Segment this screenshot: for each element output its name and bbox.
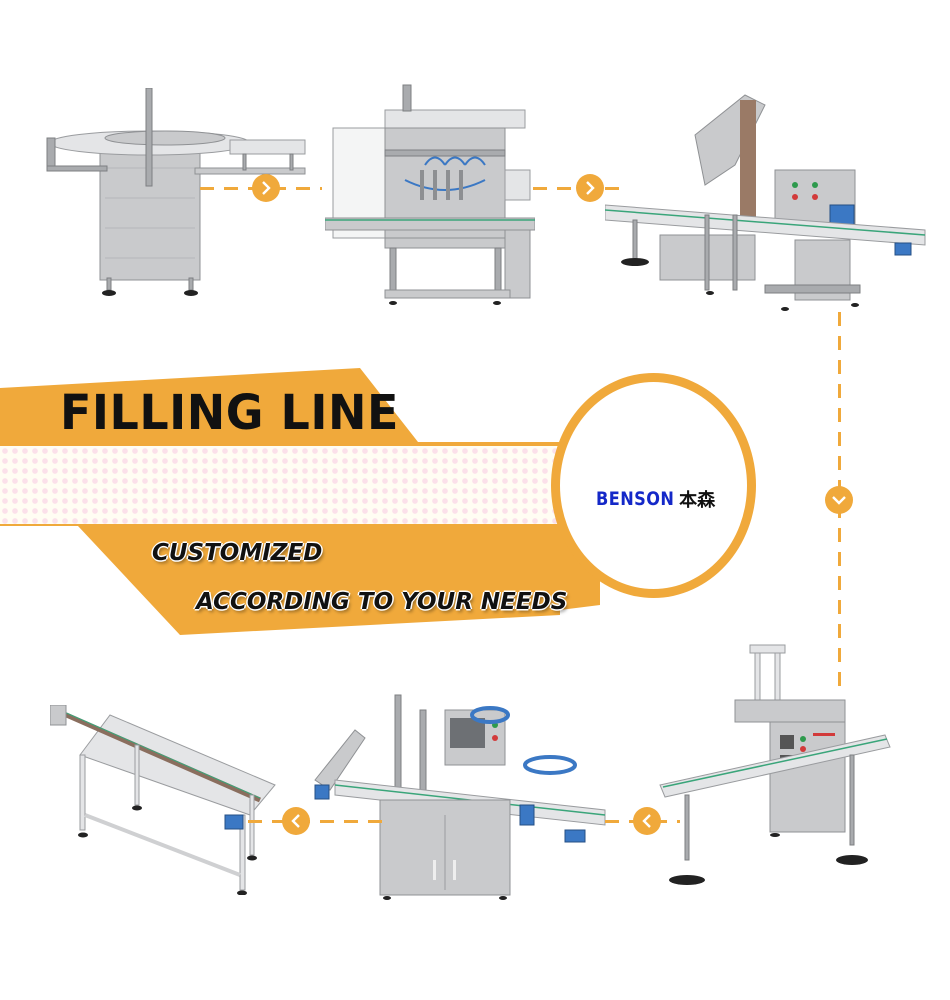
labeling-machine [314, 694, 606, 900]
logo-circle [551, 373, 756, 598]
chevron-right-icon [252, 174, 280, 202]
chevron-left-icon [633, 807, 661, 835]
banner-subtitle-line1: CUSTOMIZED [152, 540, 323, 566]
collection-conveyor-table [50, 705, 276, 895]
induction-sealing-machine [659, 644, 891, 885]
brand-logo: BENSON 本森 [596, 486, 715, 512]
banner-title: FILLING LINE [60, 383, 399, 441]
chevron-right-icon [576, 174, 604, 202]
halftone-band [0, 446, 600, 524]
title-banner-shape [0, 368, 600, 635]
bottle-unscrambler-turntable [46, 88, 306, 296]
chevron-left-icon [282, 807, 310, 835]
liquid-filling-machine [325, 84, 535, 305]
banner-subtitle-line2: ACCORDING TO YOUR NEEDS [196, 589, 568, 615]
flow-connector-5-6 [248, 820, 383, 823]
brand-name-en: BENSON [596, 488, 675, 510]
capping-machine [605, 94, 926, 311]
chevron-down-icon [825, 486, 853, 514]
brand-name-zh: 本森 [679, 490, 716, 511]
